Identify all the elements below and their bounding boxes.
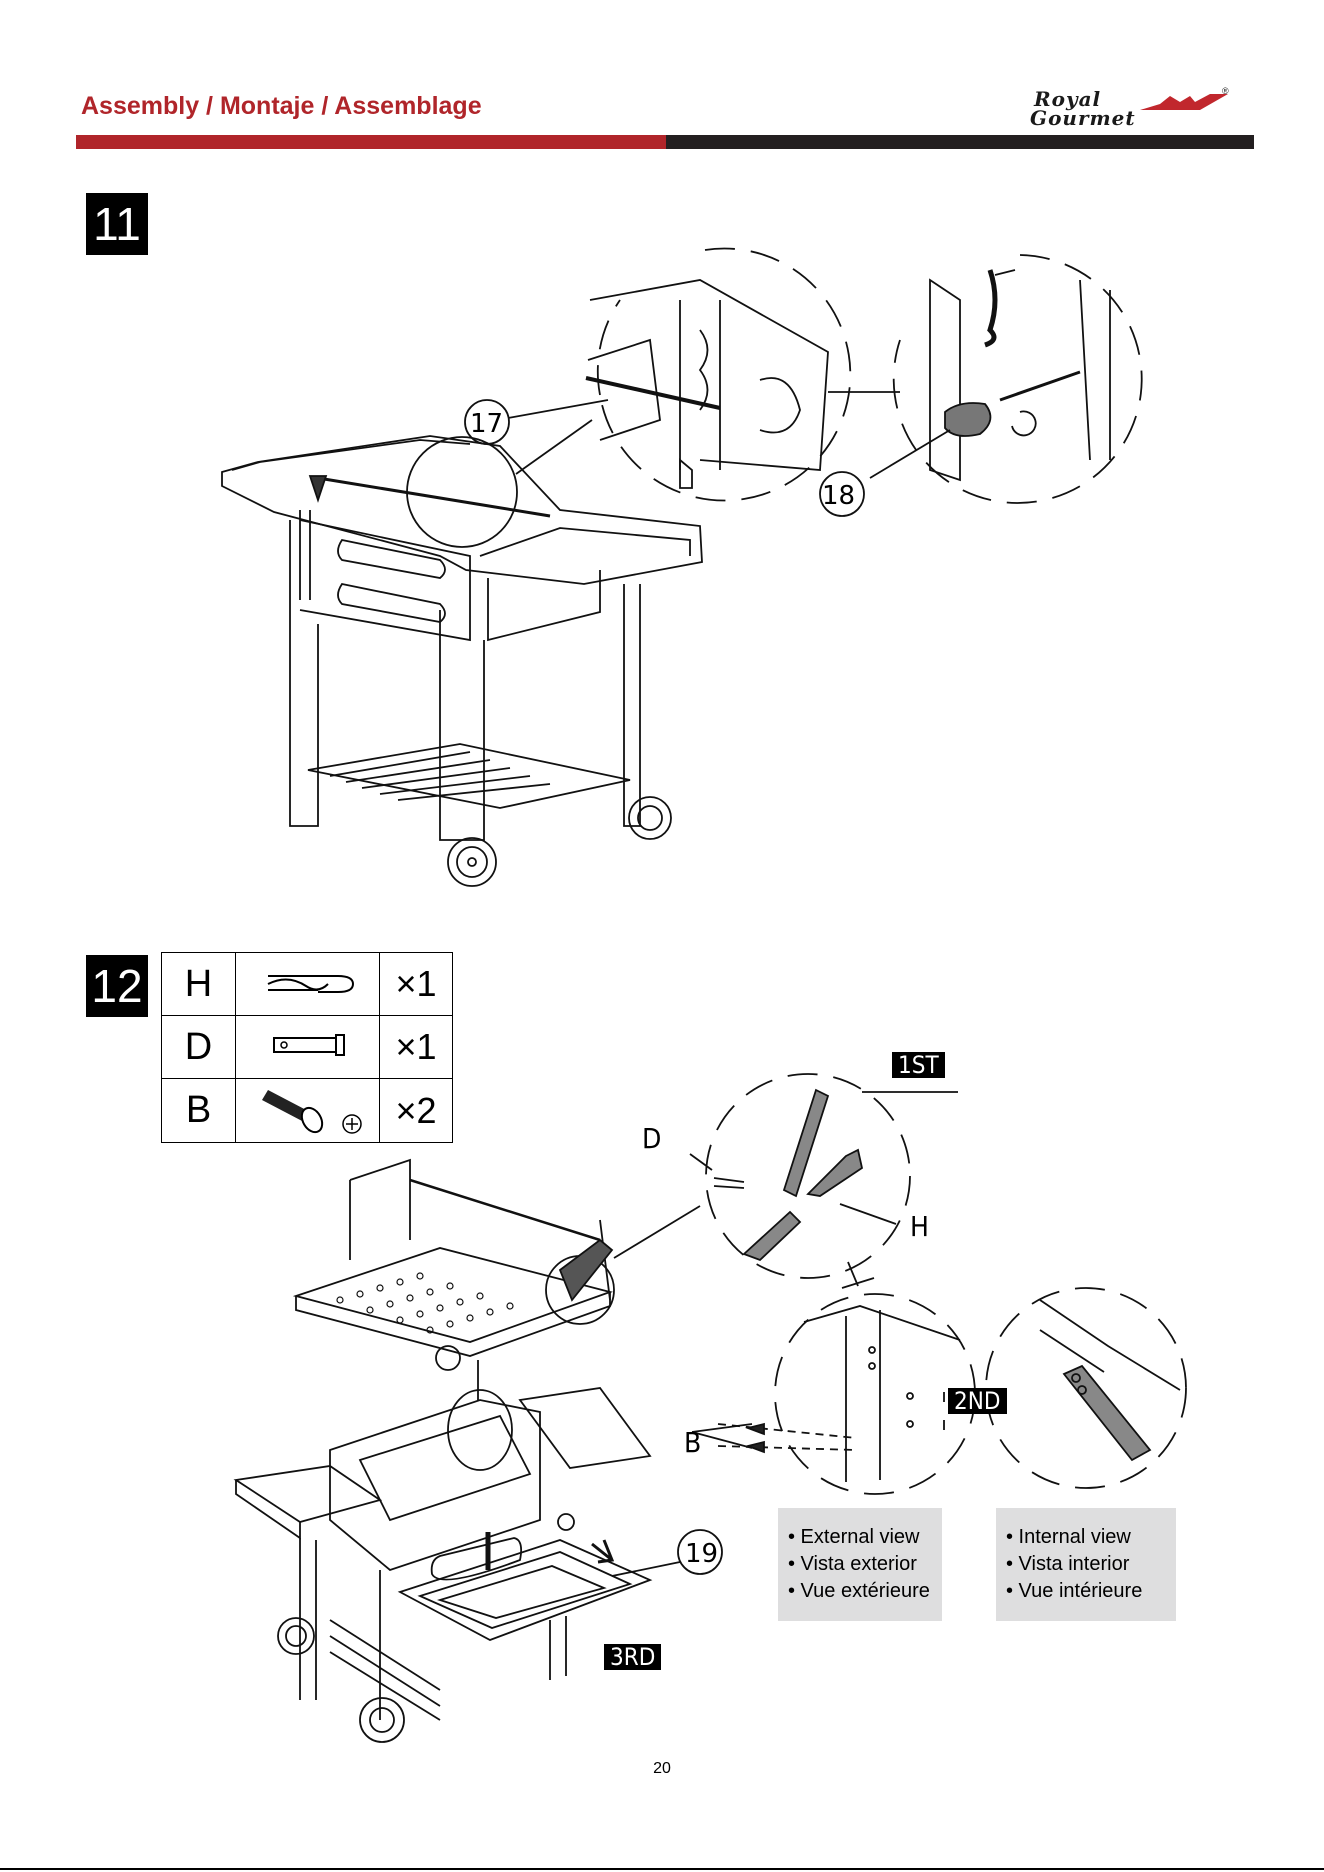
step-12-detail-view-internal <box>986 1288 1186 1488</box>
tag-2nd: 2ND <box>948 1388 1007 1414</box>
step-12-tray-drawing <box>296 1160 700 1400</box>
callout-17: 17 <box>470 409 503 439</box>
label-h: H <box>910 1210 929 1243</box>
external-view-en: • External view <box>788 1524 932 1551</box>
callout-19: 19 <box>685 1539 718 1569</box>
footer-rule <box>0 1868 1324 1870</box>
tag-1st: 1ST <box>892 1052 945 1078</box>
step-11-detail-view-2: 18 <box>820 255 1142 516</box>
label-b: B <box>684 1426 701 1459</box>
external-view-fr: • Vue extérieure <box>788 1578 932 1605</box>
internal-view-es: • Vista interior <box>1006 1551 1166 1578</box>
detail-circle-small <box>407 437 517 547</box>
external-view-es: • Vista exterior <box>788 1551 932 1578</box>
external-view-box: • External view • Vista exterior • Vue e… <box>778 1508 942 1621</box>
internal-view-en: • Internal view <box>1006 1524 1166 1551</box>
step-12-detail-view-1st <box>690 1074 958 1288</box>
tag-3rd: 3RD <box>604 1644 661 1670</box>
label-d: D <box>642 1122 661 1155</box>
step-12-detail-view-2nd <box>692 1294 975 1494</box>
step-11-grill-drawing: 17 <box>222 400 702 886</box>
page-number: 20 <box>0 1760 1324 1778</box>
step-11-detail-view-1 <box>586 249 900 501</box>
internal-view-box: • Internal view • Vista interior • Vue i… <box>996 1508 1176 1621</box>
internal-view-fr: • Vue intérieure <box>1006 1578 1166 1605</box>
callout-18: 18 <box>822 481 855 511</box>
step-12-grill-drawing: 19 <box>236 1388 722 1742</box>
